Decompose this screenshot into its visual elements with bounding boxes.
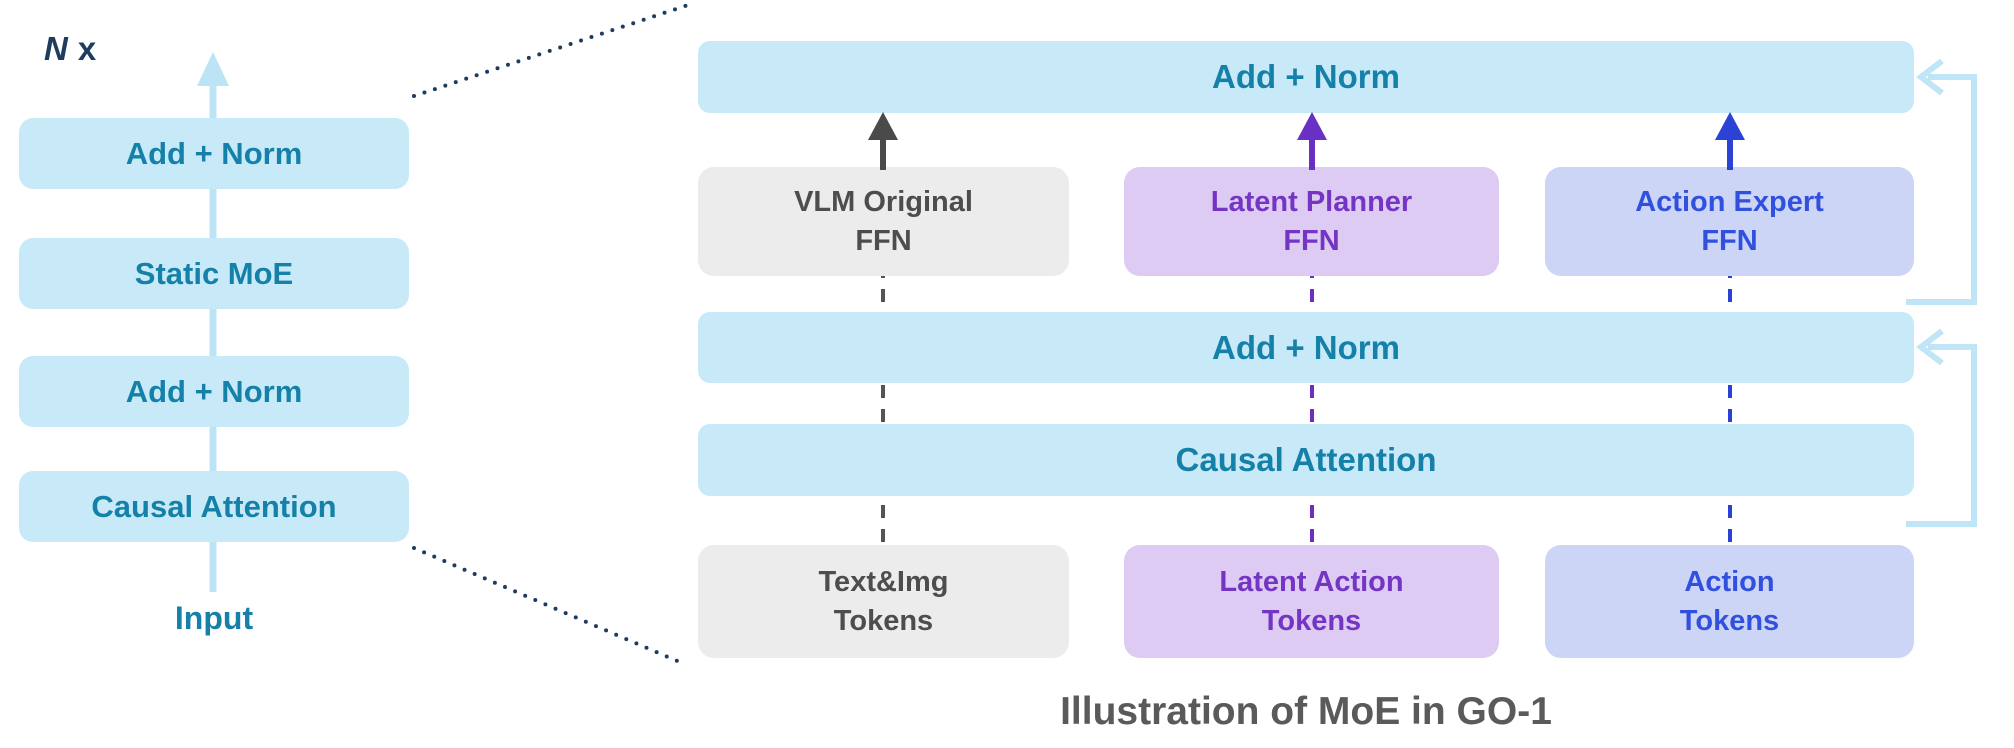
action-tokens-box: Action Tokens — [1545, 545, 1914, 658]
repeat-n: N — [44, 30, 68, 67]
figure-caption: Illustration of MoE in GO-1 — [1060, 690, 1552, 733]
latent-planner-arrowhead — [1297, 112, 1327, 140]
repeat-x: x — [77, 30, 97, 67]
text-img-tokens-label-line1: Text&Img — [818, 566, 949, 599]
action-expert-ffn-label-line1: Action Expert — [1635, 186, 1824, 219]
vlm-original-ffn-box: VLM Original FFN — [698, 167, 1069, 276]
left-block-add-norm-bottom: Add + Norm — [19, 356, 409, 427]
latent-planner-ffn-label-line1: Latent Planner — [1210, 186, 1413, 219]
top-add-norm-bar: Add + Norm — [698, 41, 1914, 113]
action-expert-arrowhead — [1715, 112, 1745, 140]
causal-attention-bar: Causal Attention — [698, 424, 1914, 496]
latent-planner-ffn-label-line2: FFN — [1283, 224, 1340, 257]
vlm-ffn-label-line2: FFN — [855, 224, 912, 257]
vlm-ffn-label-line1: VLM Original — [794, 186, 973, 219]
latent-action-tokens-label-line1: Latent Action — [1219, 566, 1404, 599]
left-block-causal-attention: Causal Attention — [19, 471, 409, 542]
action-expert-ffn-label-line2: FFN — [1701, 224, 1758, 257]
text-img-tokens-box: Text&Img Tokens — [698, 545, 1069, 658]
left-block-static-moe: Static MoE — [19, 238, 409, 309]
left-block-add-norm-top: Add + Norm — [19, 118, 409, 189]
latent-action-tokens-box: Latent Action Tokens — [1124, 545, 1499, 658]
input-label: Input — [174, 600, 254, 636]
action-tokens-label-line2: Tokens — [1679, 604, 1780, 637]
residual-skip-attention-arrowhead — [1916, 328, 1944, 366]
mid-add-norm-bar: Add + Norm — [698, 312, 1914, 383]
residual-skip-attention — [1906, 344, 1977, 527]
left-flow-arrowhead — [197, 52, 229, 86]
latent-action-tokens-label-line2: Tokens — [1261, 604, 1362, 637]
residual-skip-ffn — [1906, 74, 1977, 305]
action-expert-ffn-box: Action Expert FFN — [1545, 167, 1914, 276]
zoom-guide-top-dotted — [412, 3, 690, 98]
action-tokens-label-line1: Action — [1684, 566, 1775, 599]
latent-planner-ffn-box: Latent Planner FFN — [1124, 167, 1499, 276]
vlm-ffn-arrowhead — [868, 112, 898, 140]
residual-skip-ffn-arrowhead — [1916, 58, 1944, 96]
text-img-tokens-label-line2: Tokens — [833, 604, 934, 637]
zoom-guide-bottom-dotted — [412, 546, 684, 665]
